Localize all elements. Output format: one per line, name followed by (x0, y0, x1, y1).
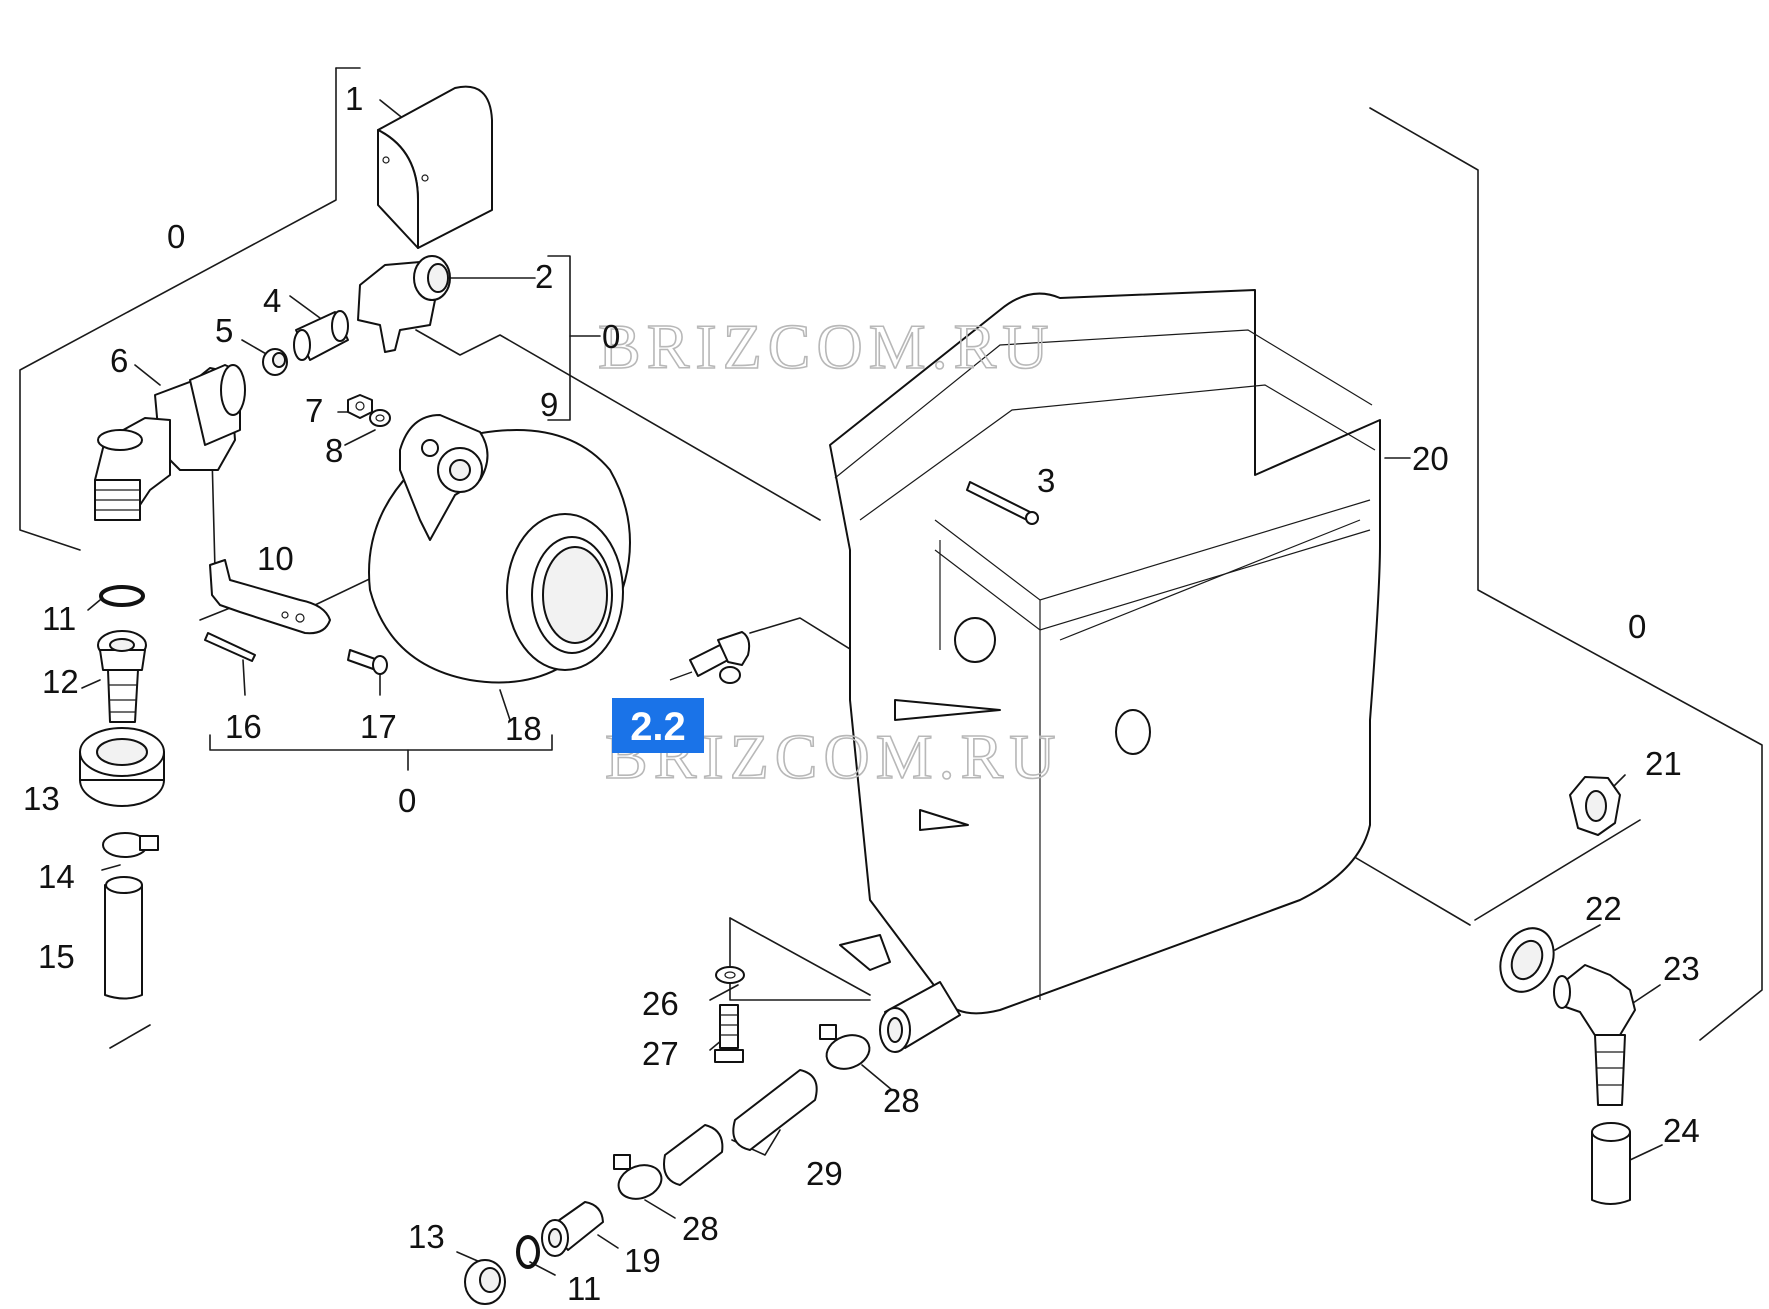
part-26-washer (715, 966, 745, 984)
section-badge-text: 2.2 (630, 705, 686, 749)
part-20-tank (829, 289, 1381, 1053)
part-12-hose-nipple (97, 630, 147, 723)
label-part-13-left: 13 (23, 780, 60, 817)
label-part-3: 3 (1037, 462, 1055, 499)
part-23-elbow-nipple (1553, 964, 1636, 1106)
part-21-nut (1569, 776, 1621, 836)
part-6-elbow-valve (94, 364, 246, 521)
label-part-12: 12 (42, 663, 79, 700)
label-part-5: 5 (215, 312, 233, 349)
part-14-hose-clamp (102, 832, 159, 858)
part-2-valve (357, 255, 451, 353)
label-part-28-lower: 28 (682, 1210, 719, 1247)
label-assembly-0-right: 0 (1628, 608, 1646, 645)
part-10-lever (209, 559, 331, 635)
label-part-11-lower: 11 (567, 1270, 601, 1307)
part-28-clamp-upper (819, 1024, 871, 1070)
part-9-float-holder (399, 414, 489, 541)
label-part-24: 24 (1663, 1112, 1700, 1149)
label-assembly-0-middle: 0 (602, 318, 620, 355)
label-part-28-upper: 28 (883, 1082, 920, 1119)
part-19-nipple (541, 1201, 604, 1257)
label-part-21: 21 (1645, 745, 1682, 782)
label-part-14: 14 (38, 858, 75, 895)
label-part-1: 1 (345, 80, 363, 117)
label-part-29: 29 (806, 1155, 843, 1192)
part-11-oring-lower (516, 1235, 540, 1269)
part-8-washer (369, 409, 391, 427)
label-part-26: 26 (642, 985, 679, 1022)
label-part-22: 22 (1585, 890, 1622, 927)
label-part-18: 18 (505, 710, 542, 747)
label-assembly-0-left: 0 (167, 218, 185, 255)
part-16-pin (204, 632, 256, 662)
label-part-17: 17 (360, 708, 397, 745)
label-part-10: 10 (257, 540, 294, 577)
part-4-sleeve (293, 310, 349, 361)
part-5-nut (262, 348, 288, 376)
label-part-7: 7 (305, 392, 323, 429)
part-27-bolt (714, 1004, 744, 1063)
label-part-8: 8 (325, 432, 343, 469)
part-1-cover (377, 85, 493, 249)
label-part-20: 20 (1412, 440, 1449, 477)
part-labels: 1 2 3 4 5 6 7 8 9 10 11 12 13 14 15 16 1… (23, 80, 1700, 1307)
part-17-screw (347, 649, 388, 675)
part-13-nut-lower (464, 1259, 506, 1305)
part-29-hose (663, 1069, 818, 1186)
part-15-hose (104, 876, 143, 1000)
part-7-nut (347, 394, 373, 419)
part-22-gasket (1499, 927, 1555, 993)
part-24-hose (1591, 1122, 1631, 1205)
label-part-16: 16 (225, 708, 262, 745)
label-part-15: 15 (38, 938, 75, 975)
svg-text:BRIZCOM.RU: BRIZCOM.RU (598, 311, 1055, 382)
label-part-2: 2 (535, 258, 553, 295)
label-assembly-0-bottom: 0 (398, 782, 416, 819)
label-part-9: 9 (540, 386, 558, 423)
label-part-11-left: 11 (42, 600, 76, 637)
part-3-pin (966, 481, 1039, 525)
label-part-27: 27 (642, 1035, 679, 1072)
label-part-6: 6 (110, 342, 128, 379)
label-part-23: 23 (1663, 950, 1700, 987)
part-11-oring-left (99, 585, 145, 607)
part-13-nut-left (79, 727, 165, 807)
label-part-13-lower: 13 (408, 1218, 445, 1255)
part-elbow-fitting (669, 631, 751, 684)
label-part-4: 4 (263, 282, 281, 319)
part-28-clamp-lower (613, 1154, 663, 1200)
label-part-19: 19 (624, 1242, 661, 1279)
section-badge: 2.2 (612, 698, 704, 753)
